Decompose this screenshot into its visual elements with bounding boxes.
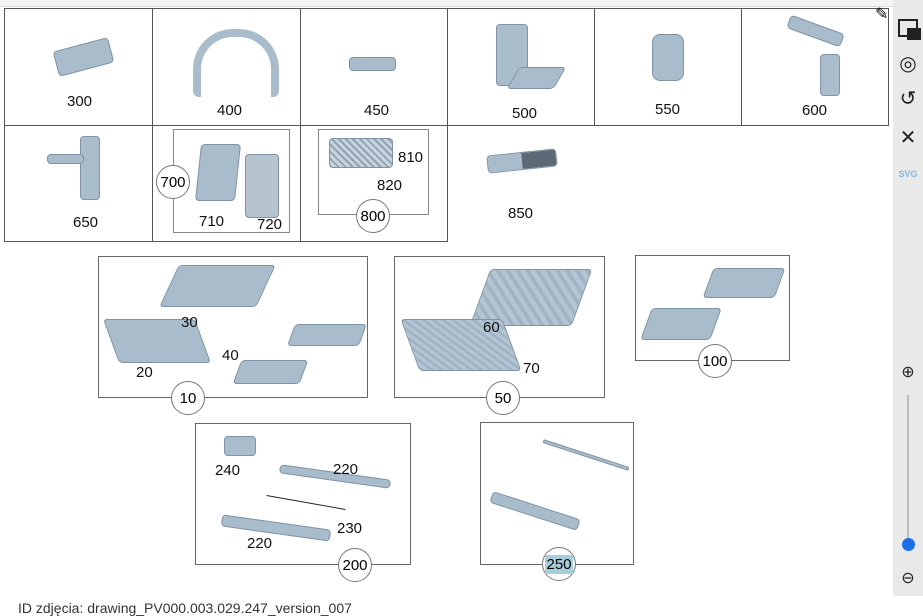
part-number: 600 (802, 102, 828, 119)
part-image (193, 29, 279, 97)
part-image (489, 491, 581, 531)
group-200[interactable]: 240 220 230 220 200 (195, 423, 411, 582)
svg-export-icon[interactable]: SVG (898, 169, 918, 179)
part-cell-500[interactable]: 500 (447, 8, 595, 126)
zoom-in-icon[interactable]: ⊕ (901, 364, 915, 381)
right-toolbar: ◎ ↺ ✕ SVG ⊕ ⊖ (893, 0, 923, 596)
highlighted-callout-text: 250 (545, 554, 573, 574)
history-icon[interactable]: ↺ (899, 87, 917, 110)
part-image (542, 439, 630, 471)
part-cell-300[interactable]: 300 (4, 8, 153, 126)
part-image (47, 154, 84, 164)
wire-harness (266, 495, 346, 510)
part-cell-700[interactable]: 700 710 720 (152, 125, 301, 242)
group-callout[interactable]: 10 (171, 381, 205, 415)
part-number: 220 (247, 535, 273, 552)
zoom-slider-track[interactable] (907, 395, 909, 540)
top-bar (0, 0, 893, 7)
group-callout[interactable]: 50 (486, 381, 520, 415)
part-number: 820 (377, 177, 403, 194)
part-image (486, 148, 558, 174)
part-image (80, 136, 100, 200)
part-number: 70 (523, 360, 540, 377)
part-image (400, 319, 522, 371)
part-cell-600[interactable]: 600 (741, 8, 889, 126)
part-number: 720 (257, 216, 283, 233)
group-50[interactable]: 60 70 50 (394, 256, 605, 415)
part-image (349, 57, 396, 71)
part-number: 810 (398, 149, 424, 166)
part-image (286, 324, 368, 346)
part-cell-400[interactable]: 400 (152, 8, 301, 126)
part-image (232, 360, 309, 384)
part-image (245, 154, 279, 218)
part-number: 500 (512, 105, 538, 122)
part-number: 220 (333, 461, 359, 478)
part-image (52, 37, 115, 77)
part-image (786, 14, 845, 48)
part-number: 300 (67, 93, 93, 110)
part-number: 550 (655, 101, 681, 118)
group-callout[interactable]: 800 (356, 199, 390, 233)
target-icon[interactable]: ◎ (899, 52, 917, 75)
part-number: 20 (136, 364, 153, 381)
part-number: 60 (483, 319, 500, 336)
part-number: 30 (181, 314, 198, 331)
part-number: 710 (199, 213, 225, 230)
part-number: 850 (508, 205, 534, 222)
part-image (220, 514, 332, 542)
group-100[interactable]: 100 (635, 255, 790, 378)
group-callout[interactable]: 700 (156, 165, 190, 199)
part-image (820, 54, 840, 96)
zoom-out-icon[interactable]: ⊖ (901, 570, 915, 587)
edit-icon[interactable]: ✎ (875, 6, 889, 23)
part-image (469, 269, 593, 326)
part-image (195, 144, 241, 201)
unpin-icon[interactable]: ✕ (899, 126, 917, 149)
part-image (702, 268, 786, 298)
image-id-text: ID zdjęcia: drawing_PV000.003.029.247_ve… (18, 600, 352, 616)
part-cell-650[interactable]: 650 (4, 125, 153, 242)
part-image (652, 34, 684, 81)
group-callout[interactable]: 250 (542, 547, 576, 581)
part-cell-450[interactable]: 450 (300, 8, 448, 126)
part-image (159, 265, 276, 307)
part-image (329, 138, 393, 168)
part-cell-550[interactable]: 550 (594, 8, 742, 126)
part-number: 230 (337, 520, 363, 537)
part-image (640, 308, 722, 340)
part-number: 400 (217, 102, 243, 119)
part-cell-800[interactable]: 810 820 800 (300, 125, 448, 242)
part-image (496, 24, 528, 86)
group-250[interactable]: 250 (480, 422, 634, 581)
group-callout[interactable]: 100 (698, 344, 732, 378)
select-tool-icon[interactable] (896, 16, 921, 40)
part-number: 40 (222, 347, 239, 364)
part-number: 240 (215, 462, 241, 479)
part-number: 450 (364, 102, 390, 119)
zoom-slider-handle[interactable] (902, 538, 915, 551)
group-10[interactable]: 30 40 20 10 (98, 256, 368, 415)
part-image (224, 436, 256, 456)
part-cell-850[interactable]: 850 (447, 125, 595, 242)
group-callout[interactable]: 200 (338, 548, 372, 582)
part-number: 650 (73, 214, 99, 231)
